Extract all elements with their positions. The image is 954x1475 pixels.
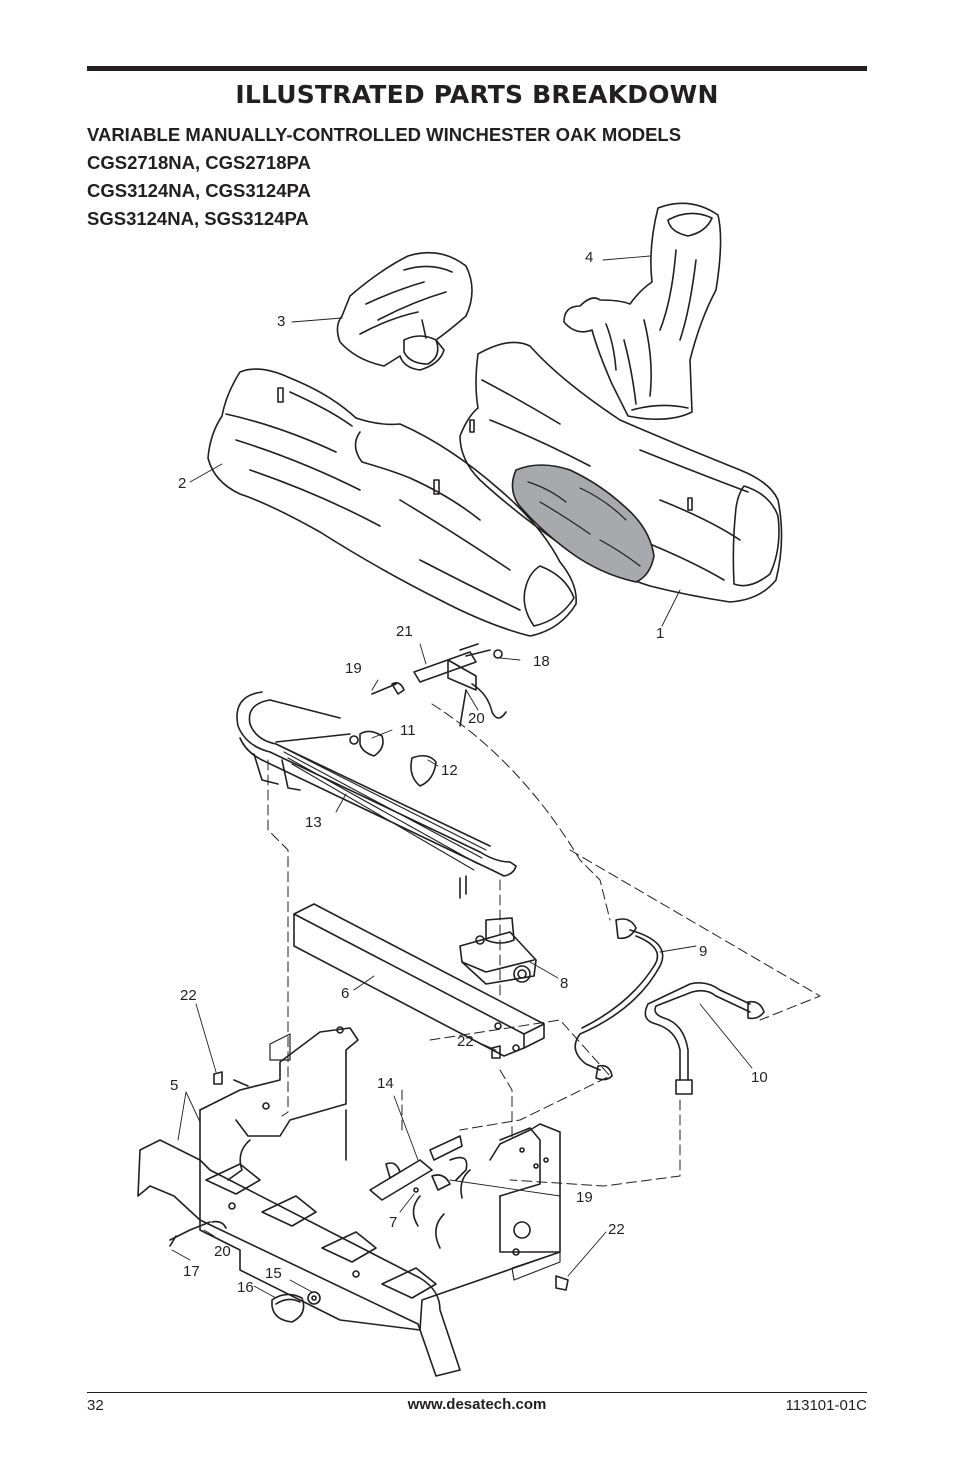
- callout-1: 1: [656, 625, 664, 642]
- callout-12: 12: [441, 762, 458, 779]
- callout-8: 8: [560, 975, 568, 992]
- callout-9: 9: [699, 943, 707, 960]
- small-parts: [169, 1045, 569, 1323]
- bracket-6: [293, 903, 545, 1057]
- tube-10: [644, 982, 765, 1095]
- log-4: [563, 202, 722, 420]
- callout-2: 2: [178, 475, 186, 492]
- subtitle-line-1: VARIABLE MANUALLY-CONTROLLED WINCHESTER …: [87, 124, 682, 145]
- tube-9: [574, 918, 664, 1081]
- burner: [236, 691, 517, 899]
- callout-7: 7: [389, 1214, 397, 1231]
- callout-4: 4: [585, 249, 593, 266]
- callout-22-right: 22: [608, 1221, 625, 1238]
- burner-trays: [137, 1139, 461, 1377]
- callout-5: 5: [170, 1077, 178, 1094]
- callout-3: 3: [277, 313, 285, 330]
- callout-22-mid: 22: [457, 1033, 474, 1050]
- log-2: [207, 368, 577, 637]
- log-3: [336, 251, 473, 371]
- callout-10: 10: [751, 1069, 768, 1086]
- subtitle-line-3: CGS3124NA, CGS3124PA: [87, 180, 311, 201]
- document-number: 113101-01C: [785, 1397, 867, 1414]
- top-rule: [87, 66, 867, 71]
- callout-11: 11: [400, 722, 416, 739]
- page-title: ILLUSTRATED PARTS BREAKDOWN: [235, 80, 719, 109]
- base-5: [199, 1026, 561, 1331]
- callout-13: 13: [305, 814, 322, 831]
- leader-lines: [171, 255, 753, 1299]
- callout-15: 15: [265, 1265, 282, 1282]
- callout-17: 17: [183, 1263, 200, 1280]
- pilot-14: [369, 1135, 468, 1201]
- pilot-assembly: [371, 643, 507, 727]
- callout-21: 21: [396, 623, 413, 640]
- website-link[interactable]: www.desatech.com: [407, 1396, 547, 1413]
- callout-18: 18: [533, 653, 550, 670]
- callout-19-bottom: 19: [576, 1189, 593, 1206]
- valve-8: [459, 917, 537, 985]
- callout-19-top: 19: [345, 660, 362, 677]
- callout-labels: 4 3 2 1 21 19 18 20 11 12 13 9 8 6 22 22…: [170, 249, 768, 1296]
- subtitle-line-4: SGS3124NA, SGS3124PA: [87, 208, 309, 229]
- callout-16: 16: [237, 1279, 254, 1296]
- callout-6: 6: [341, 985, 349, 1002]
- subtitle-line-2: CGS2718NA, CGS2718PA: [87, 152, 311, 173]
- alignment-lines: [267, 703, 821, 1187]
- callout-20-bottom: 20: [214, 1243, 231, 1260]
- page-number: 32: [87, 1397, 104, 1414]
- callout-20-top: 20: [468, 710, 485, 727]
- log-1: [459, 341, 783, 603]
- callout-14: 14: [377, 1075, 394, 1092]
- exploded-parts-diagram: 4 3 2 1 21 19 18 20 11 12 13 9 8 6 22 22…: [137, 202, 821, 1377]
- footer-rule: [87, 1392, 867, 1393]
- callout-22-left: 22: [180, 987, 197, 1004]
